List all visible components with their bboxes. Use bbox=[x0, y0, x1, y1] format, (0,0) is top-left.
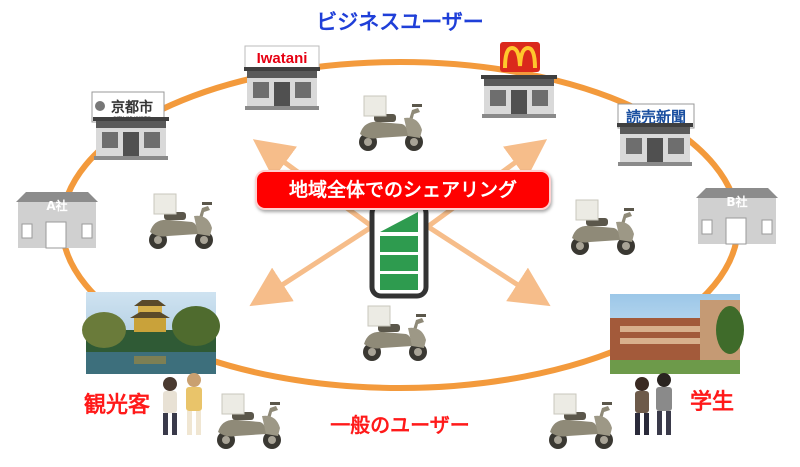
company-a-building: A社 bbox=[15, 191, 99, 249]
mcdonalds-logo bbox=[503, 45, 537, 69]
kyoto-city-hall: 京都市 CITY OF KYOTO bbox=[91, 91, 169, 160]
iwatani-store: Iwatani bbox=[244, 45, 320, 110]
company-a-label: A社 bbox=[46, 198, 67, 213]
scooter-icon bbox=[148, 193, 214, 250]
company-b-label: B社 bbox=[726, 194, 747, 209]
yomiuri-name: 読売新聞 bbox=[626, 108, 686, 126]
general-users-title: 一般のユーザー bbox=[330, 413, 470, 437]
sharing-banner: 地域全体でのシェアリング bbox=[255, 170, 551, 210]
students-label: 学生 bbox=[690, 390, 735, 415]
scooter-icon bbox=[570, 199, 636, 256]
company-b-building: B社 bbox=[695, 187, 779, 245]
temple-photo bbox=[82, 292, 220, 374]
business-users-title: ビジネスユーザー bbox=[316, 10, 484, 34]
scooter-icon bbox=[362, 305, 428, 362]
tourist-people bbox=[163, 373, 202, 435]
mcdonalds-store bbox=[481, 42, 557, 118]
student-people bbox=[635, 373, 672, 435]
tourists-label: 観光客 bbox=[84, 393, 151, 418]
yomiuri-office: 読売新聞 bbox=[617, 103, 695, 166]
scooter-icon bbox=[358, 95, 424, 152]
kyoto-city-name: 京都市 bbox=[111, 99, 153, 116]
battery-icon bbox=[369, 197, 429, 299]
iwatani-logo-text: Iwatani bbox=[257, 50, 308, 67]
campus-photo bbox=[610, 294, 744, 374]
